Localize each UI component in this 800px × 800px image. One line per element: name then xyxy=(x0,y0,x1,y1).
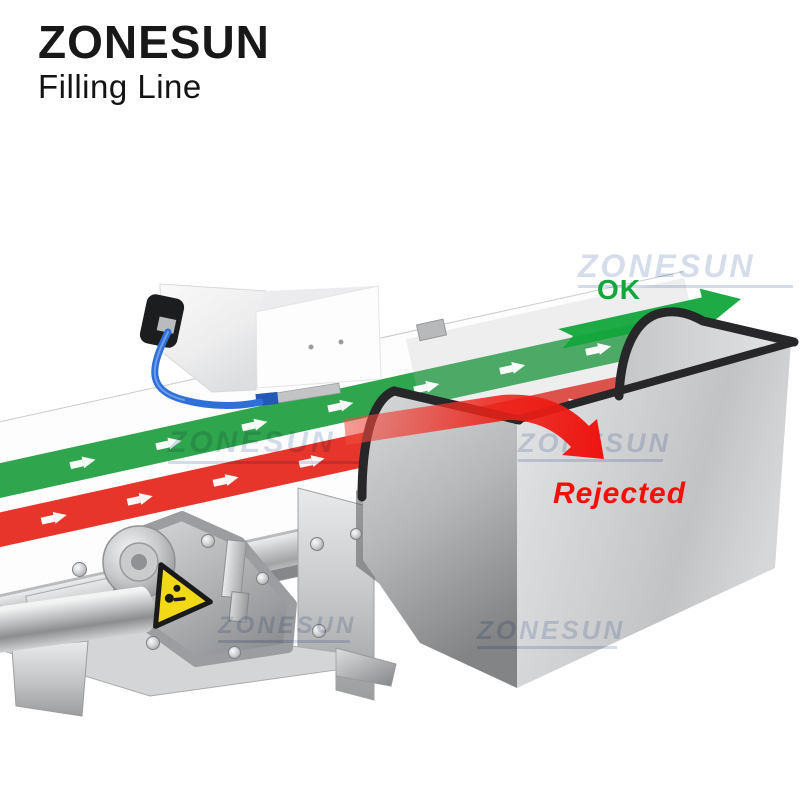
brand-logo: ZONESUN Filling Line xyxy=(38,18,270,106)
watermark: ZONESUN xyxy=(477,615,622,649)
ok-label: OK xyxy=(597,274,641,305)
watermark: ZONESUN xyxy=(518,428,668,463)
watermark: ZONESUN xyxy=(578,248,793,288)
brand-name: ZONESUN xyxy=(38,16,270,68)
rejected-label: Rejected xyxy=(553,477,687,510)
watermark: ZONESUN xyxy=(168,426,413,464)
watermark: ZONESUN xyxy=(218,612,353,643)
brand-subtitle: Filling Line xyxy=(38,68,202,106)
